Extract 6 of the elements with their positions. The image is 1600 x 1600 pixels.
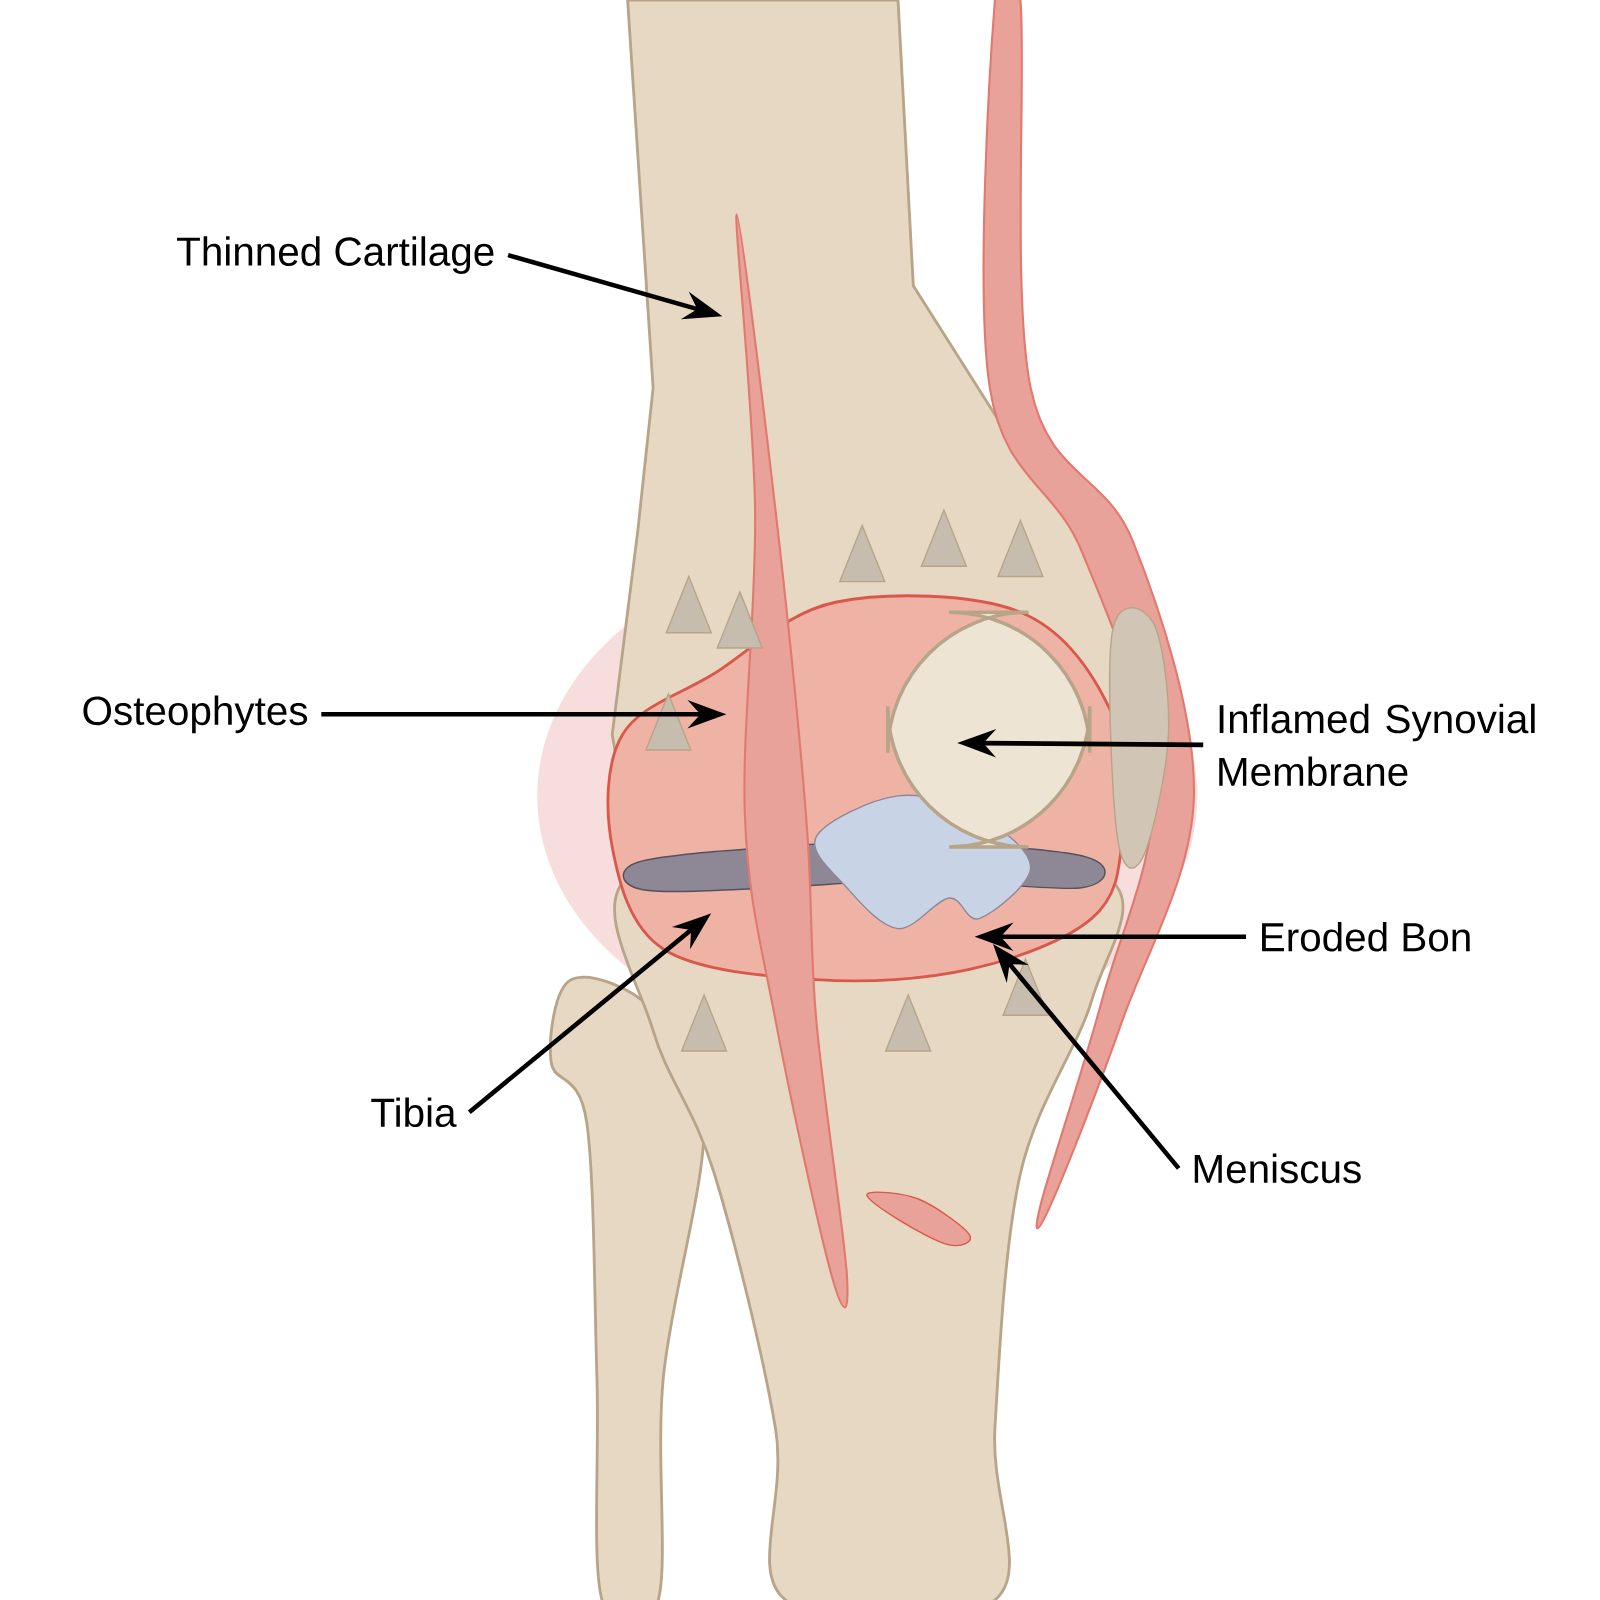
callout-label: Eroded Bon [1262, 921, 1470, 952]
callout-label: Meniscus [1194, 1153, 1361, 1184]
callout-label: Thinned Cartilage [177, 236, 494, 274]
callout-label: Inflamed Synovial Membrane [1219, 703, 1535, 787]
callout-label: Osteophytes [83, 695, 308, 734]
callout-label: Tibia [371, 1097, 457, 1128]
